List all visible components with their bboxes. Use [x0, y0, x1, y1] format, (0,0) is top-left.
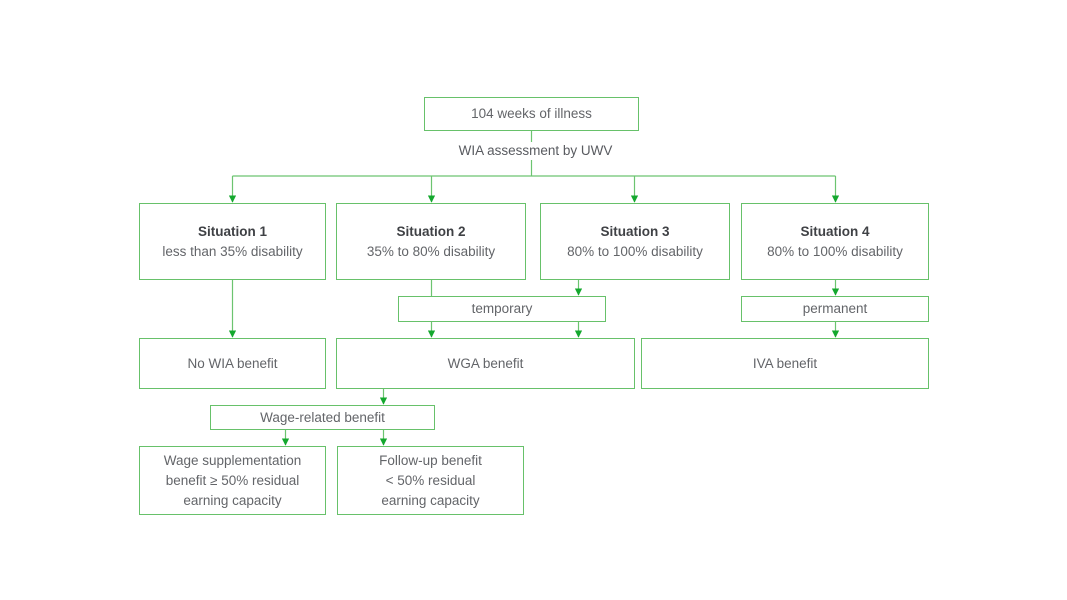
label-wia-assessment-text: WIA assessment by UWV — [458, 143, 613, 158]
node-wage-supplementation-line3: earning capacity — [183, 492, 282, 508]
node-situation-2-sub: 35% to 80% disability — [366, 244, 496, 259]
node-situation-3[interactable]: Situation 3 80% to 100% disability — [540, 203, 730, 280]
node-follow-up-benefit-line1: Follow-up benefit — [379, 452, 482, 468]
node-permanent[interactable]: permanent — [741, 296, 929, 322]
node-situation-2[interactable]: Situation 2 35% to 80% disability — [336, 203, 526, 280]
node-follow-up-benefit-line2: < 50% residual — [385, 472, 476, 488]
node-wga-benefit-label: WGA benefit — [447, 355, 524, 371]
node-wage-related-benefit[interactable]: Wage-related benefit — [210, 405, 435, 430]
node-permanent-label: permanent — [802, 301, 868, 316]
node-temporary[interactable]: temporary — [398, 296, 606, 322]
node-wage-supplementation[interactable]: Wage supplementation benefit ≥ 50% resid… — [139, 446, 326, 515]
node-situation-1-title: Situation 1 — [197, 224, 267, 239]
node-situation-1[interactable]: Situation 1 less than 35% disability — [139, 203, 326, 280]
node-wage-related-benefit-label: Wage-related benefit — [260, 409, 385, 425]
node-follow-up-benefit-line3: earning capacity — [381, 492, 480, 508]
node-wga-benefit[interactable]: WGA benefit — [336, 338, 635, 389]
node-no-wia-benefit[interactable]: No WIA benefit — [139, 338, 326, 389]
node-temporary-label: temporary — [471, 301, 533, 316]
node-no-wia-benefit-label: No WIA benefit — [187, 355, 278, 371]
node-situation-2-title: Situation 2 — [396, 224, 466, 239]
node-situation-3-sub: 80% to 100% disability — [567, 244, 703, 259]
node-wage-supplementation-line1: Wage supplementation — [163, 452, 302, 468]
node-root[interactable]: 104 weeks of illness — [424, 97, 639, 131]
node-situation-4-sub: 80% to 100% disability — [767, 244, 903, 259]
node-situation-4-title: Situation 4 — [800, 224, 870, 239]
node-situation-3-title: Situation 3 — [600, 224, 670, 239]
node-iva-benefit[interactable]: IVA benefit — [641, 338, 929, 389]
node-wage-supplementation-line2: benefit ≥ 50% residual — [165, 472, 300, 488]
label-wia-assessment: WIA assessment by UWV — [436, 142, 635, 160]
node-follow-up-benefit[interactable]: Follow-up benefit < 50% residual earning… — [337, 446, 524, 515]
node-root-label: 104 weeks of illness — [471, 106, 592, 121]
node-iva-benefit-label: IVA benefit — [752, 355, 818, 371]
node-situation-4[interactable]: Situation 4 80% to 100% disability — [741, 203, 929, 280]
node-situation-1-sub: less than 35% disability — [162, 244, 303, 259]
